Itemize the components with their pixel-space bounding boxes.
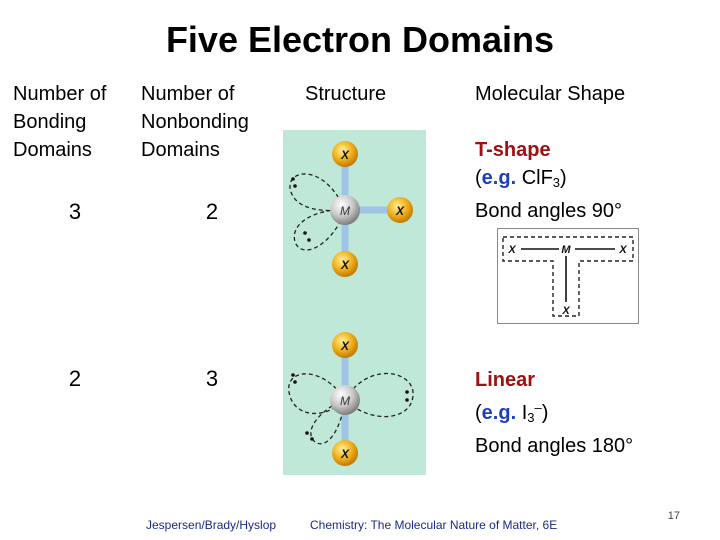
row1-example-subscript: 3 xyxy=(552,175,561,190)
slide-title: Five Electron Domains xyxy=(165,19,555,60)
row2-example: (e.g. I3–) xyxy=(475,400,549,425)
lone-pair-dot xyxy=(303,231,307,235)
header-nonbonding-line-1: Number of xyxy=(141,83,235,105)
lone-pair-dot xyxy=(310,437,314,441)
diagram-frame xyxy=(497,228,639,324)
header-nonbonding-line-3: Domains xyxy=(141,139,220,161)
lone-pair-dot xyxy=(405,390,409,394)
header-nonbonding-line-2: Nonbonding xyxy=(141,111,249,133)
ligand-atom xyxy=(332,332,358,358)
header-bonding-domains: Number of Bonding Domains xyxy=(13,80,106,164)
ligand-label: X xyxy=(395,204,405,218)
row1-bonding-count: 3 xyxy=(68,199,82,224)
row1-example-formula: ClF xyxy=(521,167,553,189)
row2-shape-info: Linear (e.g. I3–) Bond angles 180° xyxy=(475,366,715,460)
row1-bond-angles: Bond angles 90° xyxy=(475,200,623,222)
row1-nonbonding-count: 2 xyxy=(205,199,219,224)
ligand-atom xyxy=(387,197,413,223)
central-label: M xyxy=(340,204,350,218)
lone-pair-lobe xyxy=(288,373,346,414)
diagram-ligand-label: X xyxy=(507,244,516,256)
ligand-label: X xyxy=(340,339,350,353)
footer-authors: Jespersen/Brady/Hyslop xyxy=(146,518,277,532)
header-bonding-line-3: Domains xyxy=(13,139,92,161)
row2-example-formula: I xyxy=(521,402,528,424)
t-shape-diagram: X M X X xyxy=(497,228,639,324)
ligand-atom xyxy=(332,141,358,167)
header-nonbonding-domains: Number of Nonbonding Domains xyxy=(141,80,249,164)
footer-book-title: Chemistry: The Molecular Nature of Matte… xyxy=(310,518,558,532)
ligand-atom xyxy=(332,251,358,277)
lone-pair-dot xyxy=(305,431,309,435)
row2-example-subscript: 3 xyxy=(527,410,535,425)
ligand-label: X xyxy=(340,258,350,272)
lone-pair-dot xyxy=(405,398,409,402)
header-structure: Structure xyxy=(305,83,387,105)
row1-shape-info: T-shape (e.g. ClF3) Bond angles 90° xyxy=(475,136,715,225)
row1-shape-name: T-shape xyxy=(475,139,551,161)
t-outline xyxy=(502,236,634,317)
lone-pair-dot xyxy=(307,238,311,242)
lone-pair-dot xyxy=(291,177,295,181)
row2-bond-angles: Bond angles 180° xyxy=(475,435,634,457)
row2-example-prefix: e.g. xyxy=(481,402,517,424)
structure-panel: X M X X xyxy=(283,130,426,475)
row2-example-superscript: – xyxy=(534,400,542,415)
linear-structure: X M X xyxy=(288,332,414,466)
diagram-central-label: M xyxy=(561,244,571,256)
central-atom xyxy=(330,195,360,225)
t-shape-schematic: X M X X xyxy=(497,228,639,324)
row2-shape-name: Linear xyxy=(475,369,536,391)
row2-nonbonding-count: 3 xyxy=(205,366,219,391)
ligand-atom xyxy=(332,440,358,466)
lone-pair-lobe xyxy=(344,373,414,418)
ligand-label: X xyxy=(340,148,350,162)
row1-example: (e.g. ClF3) xyxy=(475,167,567,190)
diagram-ligand-label: X xyxy=(618,244,627,256)
t-shape-structure: X M X X xyxy=(289,141,413,277)
central-atom xyxy=(330,385,360,415)
page-number: 17 xyxy=(667,510,680,522)
lone-pair-dot xyxy=(293,184,297,188)
header-molecular-shape: Molecular Shape xyxy=(475,83,626,105)
central-label: M xyxy=(340,394,350,408)
ligand-label: X xyxy=(340,447,350,461)
lone-pair-lobe xyxy=(293,209,346,251)
row2-bonding-count: 2 xyxy=(68,366,82,391)
header-bonding-line-2: Bonding xyxy=(13,111,87,133)
header-bonding-line-1: Number of xyxy=(13,83,107,105)
lone-pair-lobe xyxy=(310,399,346,445)
lone-pair-lobe xyxy=(289,173,346,212)
lone-pair-dot xyxy=(293,380,297,384)
row1-example-prefix: e.g. xyxy=(481,167,517,189)
lone-pair-dot xyxy=(291,373,295,377)
diagram-ligand-label: X xyxy=(561,305,570,317)
structure-drawings: X M X X xyxy=(288,141,414,466)
